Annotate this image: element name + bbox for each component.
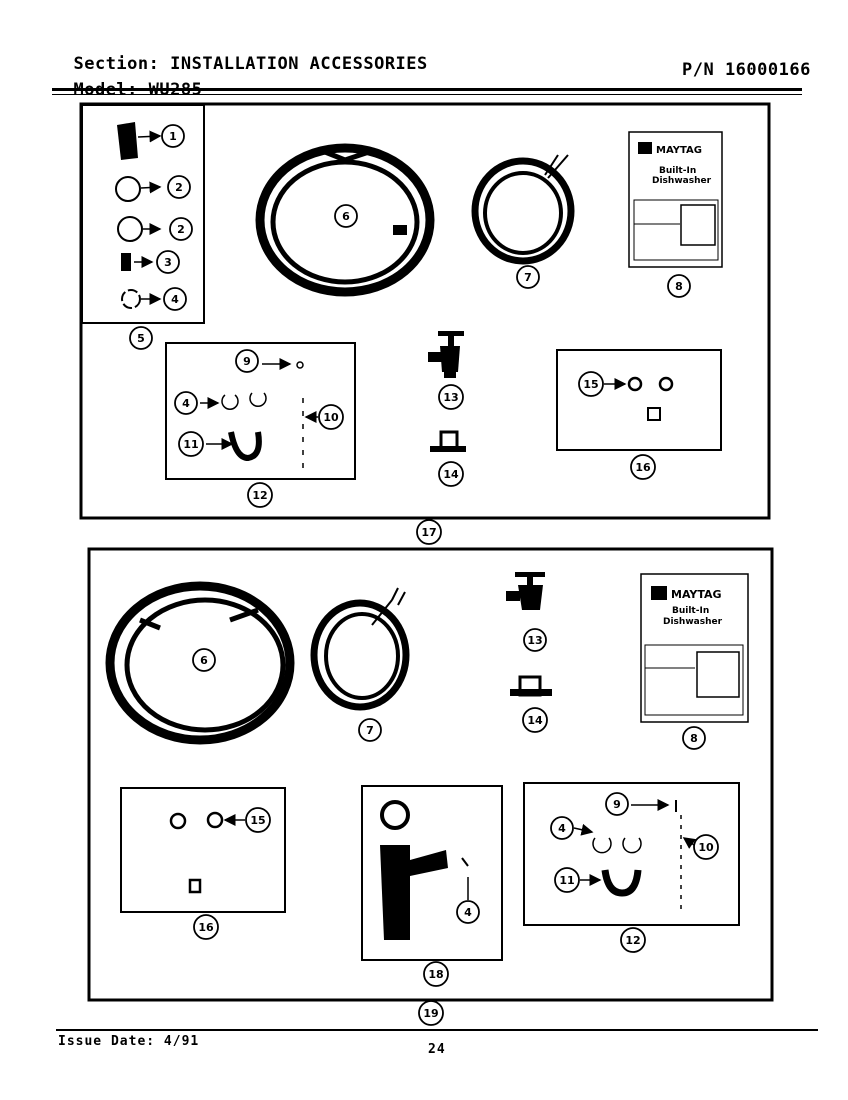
part-15-o-ring [627, 376, 643, 392]
callout-6: 6 [342, 210, 350, 223]
callout-6: 6 [200, 654, 208, 667]
part-8-manual: MAYTAG Built-In Dishwasher [640, 573, 749, 723]
callout-2: 2 [177, 223, 185, 236]
booklet-brand: MAYTAG [656, 145, 702, 156]
callout-5: 5 [137, 332, 145, 345]
callout-7: 7 [524, 271, 532, 284]
section-title: INSTALLATION ACCESSORIES [170, 54, 428, 74]
callout-18: 18 [428, 968, 443, 981]
part-7-power-cord [471, 154, 575, 265]
callout-1: 1 [169, 130, 177, 143]
part-6-drain-hose [255, 143, 435, 297]
callout-11: 11 [183, 438, 198, 451]
part-14-elbow [430, 430, 466, 452]
part-14-elbow [510, 675, 552, 697]
issue-date: Issue Date: 4/91 [58, 1034, 200, 1049]
callout-15: 15 [250, 814, 265, 827]
callout-12: 12 [252, 489, 267, 502]
part-3-connector [121, 253, 131, 271]
callout-11: 11 [559, 874, 574, 887]
callout-10: 10 [698, 841, 714, 854]
kit-19-frame [87, 547, 774, 1002]
callout-14: 14 [527, 714, 543, 727]
callout-17: 17 [421, 526, 436, 539]
callout-4: 4 [558, 822, 566, 835]
kit-16-box [120, 787, 286, 913]
callout-15: 15 [583, 378, 598, 391]
part-2-clamp [115, 176, 141, 202]
callout-16: 16 [198, 921, 214, 934]
part-1-cap [117, 122, 138, 160]
part-13-valve [506, 572, 545, 610]
part-18-air-gap [380, 845, 410, 940]
callout-4: 4 [464, 906, 472, 919]
part-15-o-ring [169, 812, 187, 830]
part-6-drain-hose [105, 581, 295, 745]
callout-13: 13 [443, 391, 458, 404]
booklet-brand: MAYTAG [671, 588, 722, 601]
callout-13: 13 [527, 634, 542, 647]
callout-12: 12 [625, 934, 640, 947]
callout-8: 8 [675, 280, 683, 293]
header-rule-thick [52, 88, 802, 91]
booklet-title-line1: Built-In [659, 166, 696, 176]
part-4-washer [121, 289, 141, 309]
kit-5-box [81, 104, 205, 324]
booklet-title-line2: Dishwasher [652, 176, 712, 186]
kit-12-box [523, 782, 740, 926]
kit-16-box [556, 349, 722, 451]
callout-3: 3 [164, 256, 172, 269]
callout-14: 14 [443, 468, 459, 481]
kit-18-box [361, 785, 503, 961]
kit-12-box [165, 342, 356, 480]
callout-4: 4 [171, 293, 179, 306]
callout-4: 4 [182, 397, 190, 410]
callout-2: 2 [175, 181, 183, 194]
part-7-power-cord [310, 587, 410, 711]
callout-8: 8 [690, 732, 698, 745]
part-15-o-ring [658, 376, 674, 392]
part-number: P/N 16000166 [682, 60, 811, 80]
part-15-o-ring [206, 811, 224, 829]
part-8-manual: MAYTAG Built-In Dishwasher [628, 131, 723, 268]
page-number: 24 [428, 1042, 446, 1057]
callout-16: 16 [635, 461, 651, 474]
booklet-title-line1: Built-In [672, 606, 709, 616]
booklet-title-line2: Dishwasher [663, 617, 723, 627]
callout-19: 19 [423, 1007, 438, 1020]
part-13-valve [428, 331, 464, 378]
header-rule-thin [52, 94, 802, 95]
section-label: Section: [73, 54, 160, 74]
part-2-clamp [117, 216, 143, 242]
callout-9: 9 [243, 355, 251, 368]
callout-7: 7 [366, 724, 374, 737]
callout-9: 9 [613, 798, 621, 811]
callout-10: 10 [323, 411, 339, 424]
